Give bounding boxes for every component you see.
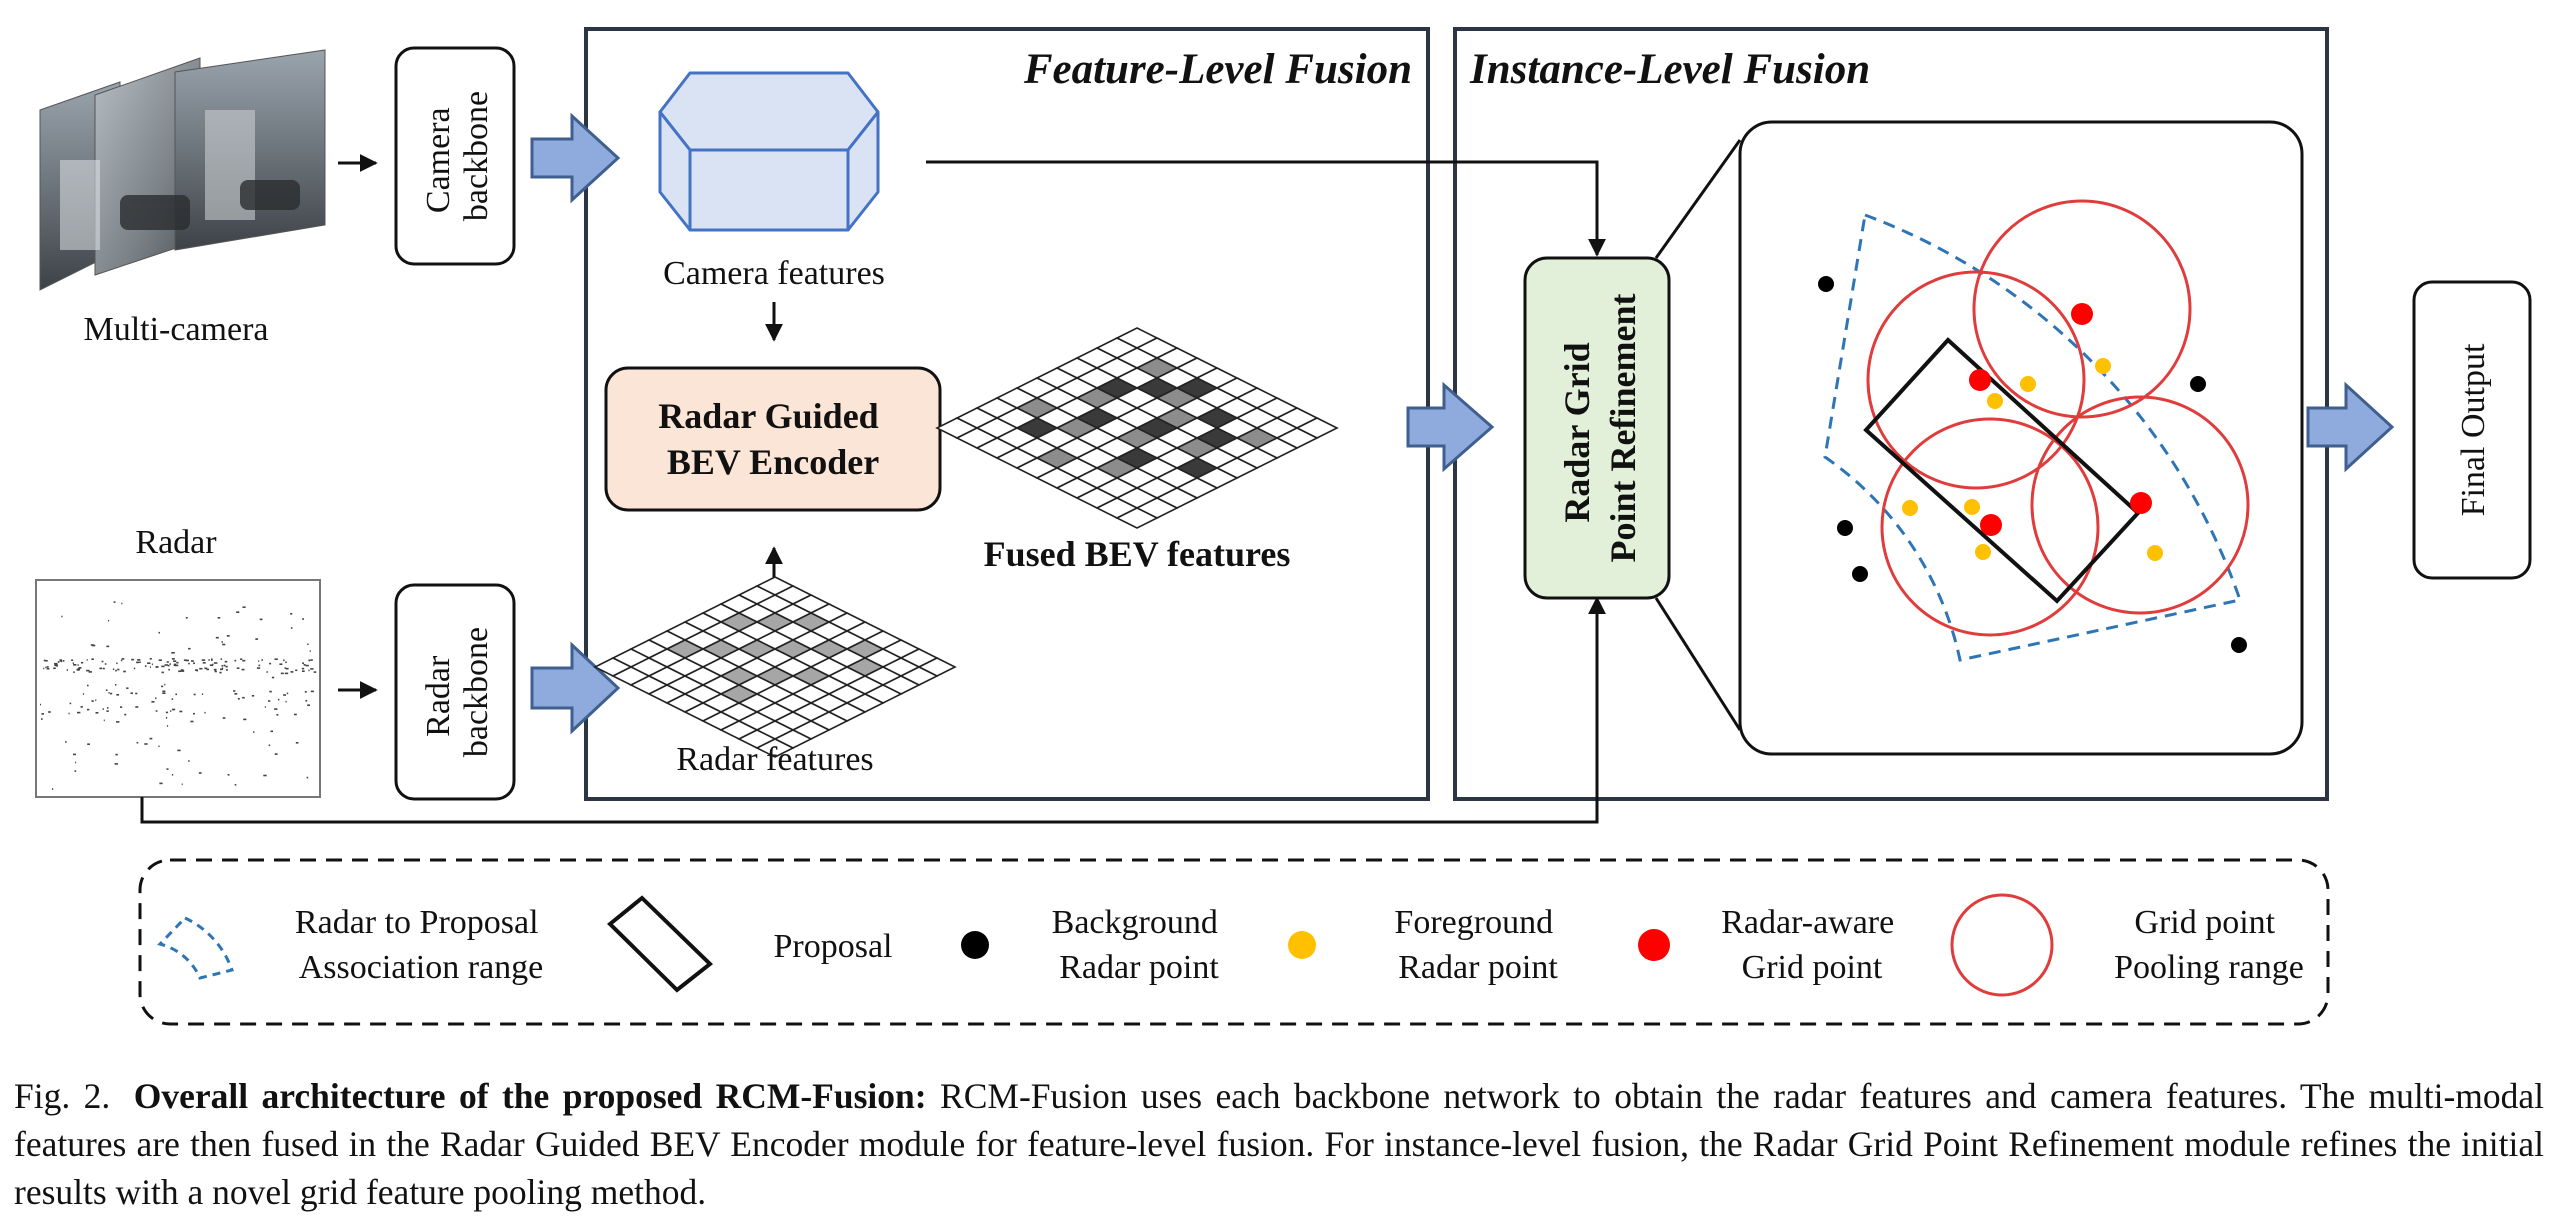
fused-bev-features-grid	[935, 327, 1339, 529]
pooling-range-icon	[1950, 893, 2054, 997]
radar-backbone-box	[394, 583, 516, 801]
foreground-radar-point	[1902, 500, 1918, 516]
camera-to-fusion-arrow	[530, 112, 621, 204]
association-range-region	[1823, 212, 2242, 662]
radar-features-label: Radar features	[676, 741, 873, 778]
zoom-line-top	[1654, 139, 1742, 259]
background-radar-point	[1852, 566, 1868, 582]
multi-camera-label: Multi-camera	[83, 311, 268, 348]
foreground-radar-point	[2095, 358, 2111, 374]
legend-proposal-label: Proposal	[774, 928, 893, 965]
fused-to-refinement-arrow	[1406, 381, 1495, 473]
foreground-radar-point	[1987, 393, 2003, 409]
radar-to-fusion-arrow	[530, 641, 621, 735]
feature-level-fusion-title: Feature-Level Fusion	[1023, 46, 1412, 93]
foreground-radar-point	[1964, 499, 1980, 515]
background-point-icon	[961, 931, 989, 959]
legend-association-range-label: Radar to Proposal Association range	[295, 904, 547, 986]
camera-backbone-box	[394, 46, 516, 266]
camera-to-refinement-connector	[926, 160, 1606, 257]
legend-frame	[138, 858, 2330, 1026]
radar-aware-grid-point	[2071, 303, 2093, 325]
refinement-label: Radar Grid Point Refinement	[1557, 294, 1643, 563]
radar-to-refinement-connector	[140, 596, 1606, 824]
legend-radar-aware-label: Radar-aware Grid point	[1721, 904, 1902, 986]
refinement-to-output-arrow	[2306, 381, 2395, 473]
architecture-diagram: Feature-Level Fusion Instance-Level Fusi…	[35, 27, 2532, 1026]
pooling-circle	[2030, 395, 2250, 615]
final-output-label: Final Output	[2455, 343, 2492, 516]
foreground-radar-point	[2020, 376, 2036, 392]
pooling-circle	[1972, 199, 2192, 419]
figure-caption: Fig. 2. Overall architecture of the prop…	[14, 1072, 2544, 1216]
instance-level-fusion-title: Instance-Level Fusion	[1469, 46, 1870, 93]
proposal-icon	[607, 895, 714, 993]
camera-features-label: Camera features	[663, 255, 885, 292]
radar-aware-grid-point	[1969, 369, 1991, 391]
zoom-line-bottom	[1654, 597, 1742, 731]
foreground-radar-point	[1975, 544, 1991, 560]
foreground-radar-point	[2147, 545, 2163, 561]
legend: Radar to Proposal Association range Prop…	[138, 858, 2330, 1026]
legend-background-label: Background Radar point	[1052, 904, 1227, 986]
radar-aware-grid-point	[2130, 492, 2152, 514]
grid-cell	[755, 738, 795, 758]
caption-figure-number: Fig. 2.	[14, 1076, 111, 1116]
legend-foreground-label: Foreground Radar point	[1394, 904, 1561, 986]
grid-cell	[1115, 507, 1159, 529]
radar-backbone-label: Radar backbone	[420, 627, 495, 757]
radar-grid-point-refinement-box	[1523, 256, 1671, 600]
background-radar-point	[1818, 276, 1834, 292]
pooling-circle	[1866, 270, 2086, 490]
radar-features-grid	[593, 576, 957, 758]
fused-bev-features-label: Fused BEV features	[984, 534, 1291, 574]
foreground-point-icon	[1288, 931, 1316, 959]
bev-encoder-label: Radar Guided BEV Encoder	[658, 396, 887, 482]
multi-camera-images	[39, 49, 326, 291]
caption-heading: Overall architecture of the proposed RCM…	[133, 1076, 927, 1116]
camera-backbone-label: Camera backbone	[420, 91, 495, 221]
legend-pooling-range-label: Grid point Pooling range	[2114, 904, 2304, 986]
caption-text: RCM-Fusion uses each backbone network to…	[14, 1076, 2545, 1212]
camera-features-prism	[658, 71, 880, 232]
background-radar-point	[2231, 637, 2247, 653]
radar-input-label: Radar	[135, 524, 217, 561]
pooling-circle	[1880, 417, 2100, 637]
radar-point-cloud-image	[35, 579, 321, 798]
radar-aware-grid-point-icon	[1638, 929, 1670, 961]
radar-guided-bev-encoder-box	[604, 366, 942, 512]
final-output-box	[2412, 280, 2532, 580]
background-radar-point	[1837, 520, 1853, 536]
radar-aware-grid-point	[1980, 514, 2002, 536]
background-radar-point	[2190, 376, 2206, 392]
grid-point-detail-view	[1738, 120, 2304, 756]
association-range-icon	[157, 916, 234, 980]
